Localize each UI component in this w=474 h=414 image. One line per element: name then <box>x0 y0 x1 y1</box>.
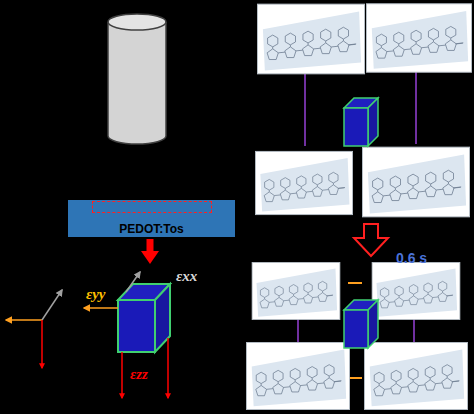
axes <box>6 290 62 368</box>
strain-label: εyy <box>86 286 105 303</box>
strain-label: εzz <box>130 366 148 383</box>
film-box: PEDOT:Tos <box>68 200 235 237</box>
down-arrow-head <box>141 251 159 264</box>
down-arrow <box>147 239 154 252</box>
time-label: 0.6 s <box>396 250 427 266</box>
chain-lattice-after <box>247 262 468 409</box>
film-label: PEDOT:Tos <box>119 222 183 236</box>
strain-label: εxx <box>176 268 197 285</box>
cylinder <box>108 14 166 144</box>
chain-lattice-before <box>255 4 471 217</box>
strain-cube <box>84 272 170 398</box>
dashed-region <box>92 201 212 213</box>
time-arrow <box>354 224 388 256</box>
